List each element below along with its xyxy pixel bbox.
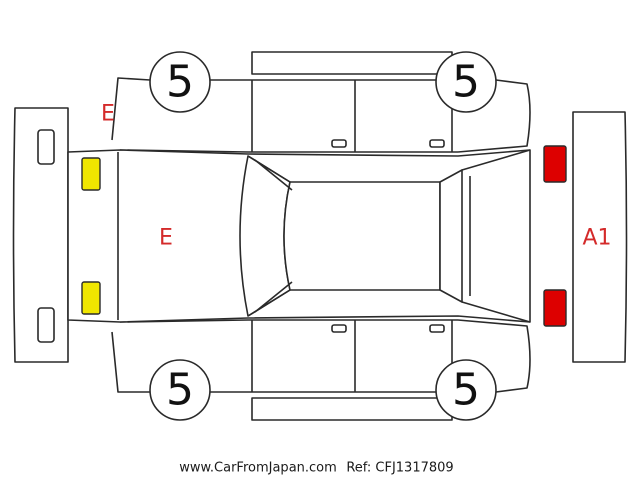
tire-rear-right-circle [435,359,497,421]
footer-ref: Ref: CFJ1317809 [346,461,453,476]
taillight-marker-bottom [543,289,567,327]
footer-site: www.CarFromJapan.com [179,461,337,476]
door-handle-bottom-front [331,324,347,333]
tire-front-left-value: 5 [166,57,194,108]
door-handle-bottom-rear [429,324,445,333]
rear-window [439,169,463,303]
rear-deck [461,149,531,323]
front-bumper [12,107,69,363]
roof-rail-top [251,51,453,75]
door-handle-top-front [331,139,347,148]
door-handle-top-rear [429,139,445,148]
taillight-marker-top [543,145,567,183]
side-profile-bottom [111,319,531,393]
tire-rear-left-value: 5 [166,365,194,416]
headlight-marker-bottom [81,281,101,315]
damage-code-left-front: E [101,102,115,127]
a-pillar-lines [247,155,293,317]
side-profile-top [111,77,531,153]
damage-code-hood: E [159,226,173,251]
headlight-marker-top [81,157,101,191]
tire-front-right-value: 5 [452,57,480,108]
tire-rear-right-value: 5 [452,365,480,416]
front-bumper-slot-top [37,129,55,165]
roof-panel [283,181,441,291]
rear-bumper [572,111,628,363]
windshield [239,155,291,317]
roof-rail-bottom [251,397,453,421]
front-bumper-slot-bottom [37,307,55,343]
tire-front-right-circle [435,51,497,113]
damage-code-rear-bumper: A1 [582,226,611,251]
tire-front-left-circle [149,51,211,113]
tire-rear-left-circle [149,359,211,421]
